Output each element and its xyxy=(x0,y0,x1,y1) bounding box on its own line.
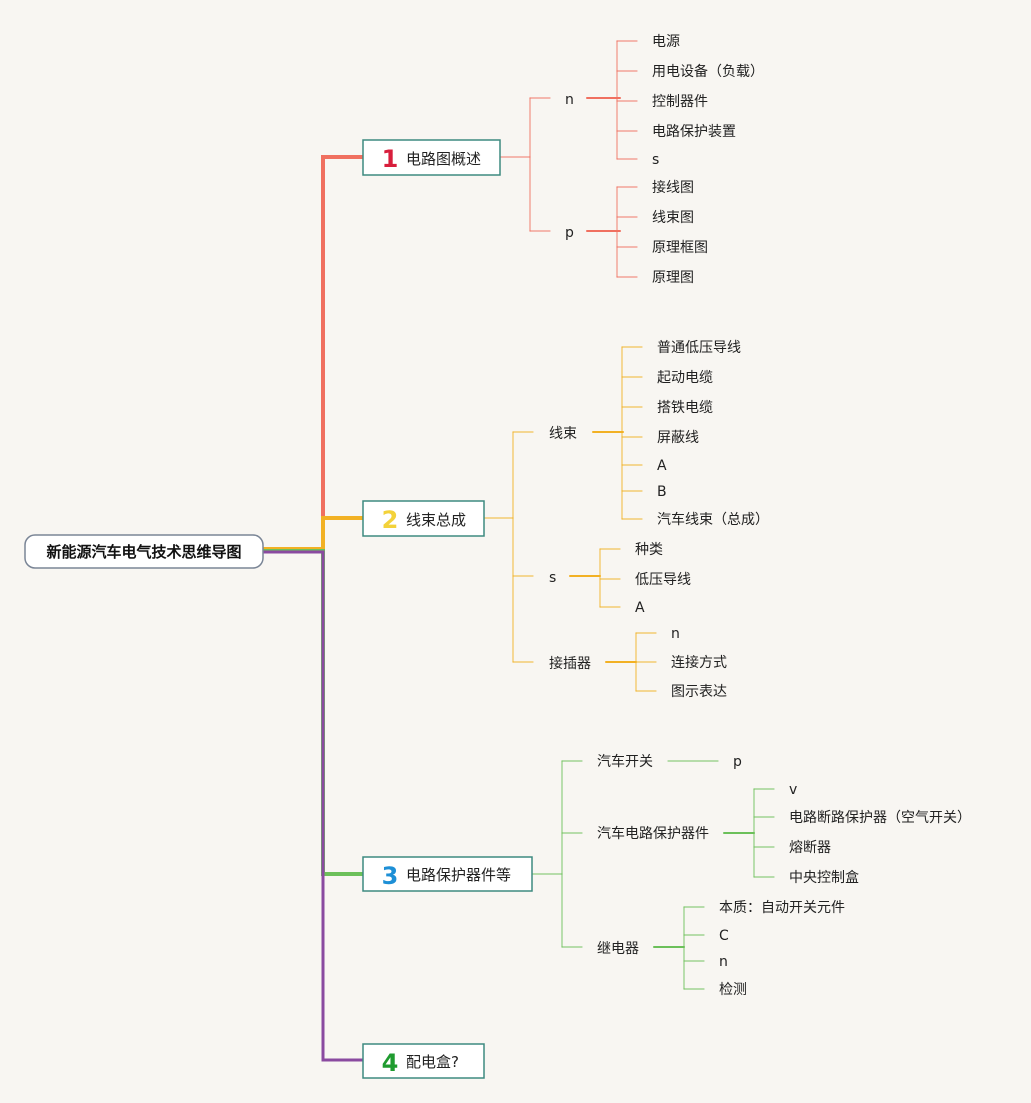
trunk-line-3 xyxy=(263,549,363,876)
leaf-2-1-4[interactable]: 屏蔽线 xyxy=(657,430,699,446)
branch-node-4[interactable]: 4 配电盒? xyxy=(362,1043,485,1079)
leaf-2-1-6[interactable]: B xyxy=(657,484,667,500)
topic-3-2[interactable]: 汽车电路保护器件 xyxy=(597,825,709,842)
leaf-1-1-3[interactable]: 控制器件 xyxy=(652,94,708,110)
branch-label-2: 线束总成 xyxy=(406,511,466,529)
branch-node-2[interactable]: 2 线束总成 xyxy=(362,500,485,537)
leaf-1-1-1[interactable]: 电源 xyxy=(652,34,680,50)
leaf-3-3-4[interactable]: 检测 xyxy=(719,982,747,998)
connector-lines xyxy=(263,40,775,1062)
topic-1-1[interactable]: n xyxy=(565,92,574,108)
leaf-2-1-1[interactable]: 普通低压导线 xyxy=(657,340,741,356)
topic-2-1[interactable]: 线束 xyxy=(549,426,577,442)
trunk-line-4 xyxy=(263,550,363,1062)
branch-number-3: 3 xyxy=(382,862,399,890)
trunk-line-1 xyxy=(263,155,363,552)
leaf-2-3-3[interactable]: 图示表达 xyxy=(671,684,727,700)
topic-3-1[interactable]: 汽车开关 xyxy=(597,753,653,770)
leaf-1-1-4[interactable]: 电路保护装置 xyxy=(652,124,736,140)
branch-label-1: 电路图概述 xyxy=(406,150,481,168)
leaf-2-2-1[interactable]: 种类 xyxy=(635,542,663,558)
branch-number-4: 4 xyxy=(382,1049,399,1077)
leaf-2-3-1[interactable]: n xyxy=(671,626,680,642)
root-node[interactable]: 新能源汽车电气技术思维导图 xyxy=(24,534,264,569)
leaf-2-1-3[interactable]: 搭铁电缆 xyxy=(657,400,713,416)
leaf-3-3-3[interactable]: n xyxy=(719,954,728,970)
root-label: 新能源汽车电气技术思维导图 xyxy=(46,543,241,561)
branch-number-2: 2 xyxy=(382,506,399,534)
leaf-2-1-5[interactable]: A xyxy=(657,458,667,474)
topic-1-2[interactable]: p xyxy=(565,225,574,241)
leaf-1-1-2[interactable]: 用电设备（负载） xyxy=(652,63,764,80)
branch-label-4: 配电盒? xyxy=(406,1053,459,1071)
leaf-2-2-3[interactable]: A xyxy=(635,600,645,616)
leaf-3-2-4[interactable]: 中央控制盒 xyxy=(789,869,859,886)
leaf-3-2-1[interactable]: v xyxy=(789,782,797,798)
topic-2-2[interactable]: s xyxy=(549,570,556,586)
leaf-1-1-5[interactable]: s xyxy=(652,152,659,168)
leaf-3-1-1[interactable]: p xyxy=(733,754,742,770)
branch-number-1: 1 xyxy=(382,145,399,173)
leaf-3-3-1[interactable]: 本质：自动开关元件 xyxy=(719,900,845,916)
leaf-3-2-3[interactable]: 熔断器 xyxy=(789,840,831,856)
leaf-1-2-4[interactable]: 原理图 xyxy=(652,270,694,286)
leaf-1-2-1[interactable]: 接线图 xyxy=(652,179,694,196)
leaf-2-1-2[interactable]: 起动电缆 xyxy=(657,370,713,386)
leaf-2-1-7[interactable]: 汽车线束（总成） xyxy=(657,511,769,528)
topic-3-3[interactable]: 继电器 xyxy=(597,941,639,957)
leaf-2-2-2[interactable]: 低压导线 xyxy=(635,572,691,588)
branch-node-3[interactable]: 3 电路保护器件等 xyxy=(362,856,533,892)
leaf-3-2-2[interactable]: 电路断路保护器（空气开关） xyxy=(789,810,971,826)
leaf-2-3-2[interactable]: 连接方式 xyxy=(671,654,727,671)
trunk-line-2 xyxy=(263,516,363,551)
leaf-1-2-2[interactable]: 线束图 xyxy=(652,210,694,226)
leaf-3-3-2[interactable]: C xyxy=(719,928,729,944)
branch-node-1[interactable]: 1 电路图概述 xyxy=(362,139,501,176)
topic-2-3[interactable]: 接插器 xyxy=(549,655,591,672)
branch-label-3: 电路保护器件等 xyxy=(406,866,511,884)
leaf-1-2-3[interactable]: 原理框图 xyxy=(652,240,708,256)
